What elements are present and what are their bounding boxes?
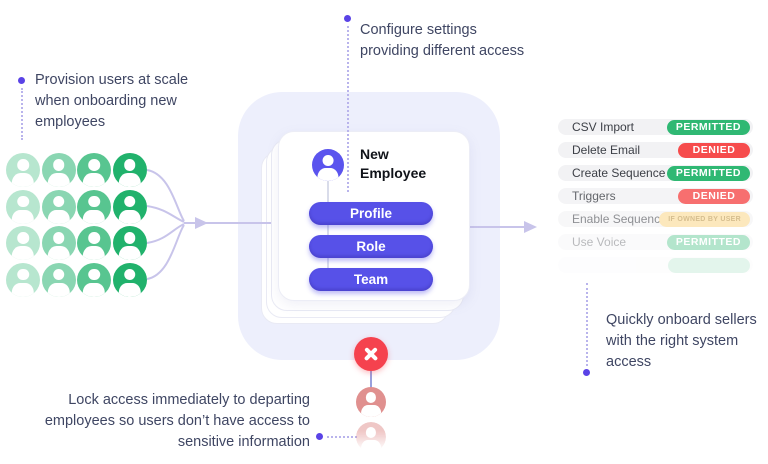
permission-row: Delete Email DENIED <box>558 142 753 158</box>
user-avatar-icon <box>112 153 147 187</box>
permission-row: Use Voice PERMITTED <box>558 234 753 250</box>
departing-user-avatar-icon <box>356 387 386 417</box>
permission-label: Delete Email <box>572 143 641 157</box>
user-avatar-icon <box>41 189 76 224</box>
permission-label: Use Voice <box>572 235 627 249</box>
bottom-left-note-dot <box>316 433 323 440</box>
bottom-left-note: Lock access immediately to departing emp… <box>44 392 310 450</box>
user-avatar-icon <box>312 149 344 181</box>
permission-status-badge: PERMITTED <box>666 119 750 135</box>
departing-user-avatar-icon <box>356 422 386 452</box>
user-avatar-icon <box>41 262 76 297</box>
user-avatar-icon <box>6 189 40 224</box>
offboarding-connector-line <box>370 371 372 388</box>
bottom-left-note-dotted-line <box>327 436 357 438</box>
card-button-profile[interactable]: Profile <box>309 202 433 225</box>
permission-status-badge <box>668 257 750 273</box>
bottom-right-note-dotted-line <box>586 283 588 366</box>
left-note: Provision users at scale when onboarding… <box>35 72 189 130</box>
user-avatar-icon <box>41 153 76 187</box>
permission-row: CSV Import PERMITTED <box>558 119 753 135</box>
permission-label: CSV Import <box>572 120 635 134</box>
permission-label: Triggers <box>572 189 616 203</box>
card-connector-line <box>327 174 329 286</box>
left-arrowhead-icon <box>195 217 208 229</box>
permission-label: Enable Sequence <box>572 212 667 226</box>
user-avatar-icon <box>6 262 40 297</box>
user-avatar-icon <box>77 226 111 260</box>
left-note-dotted-line <box>21 88 23 140</box>
user-avatar-icon <box>77 262 111 297</box>
user-avatar-icon <box>112 189 147 224</box>
user-avatar-icon <box>6 153 40 187</box>
permission-status-badge: DENIED <box>678 142 750 158</box>
permission-row <box>558 257 753 273</box>
permission-status-badge: PERMITTED <box>666 234 750 250</box>
permission-row: Triggers DENIED <box>558 188 753 204</box>
permission-status-badge: IF OWNED BY USER <box>659 211 750 227</box>
user-avatar-icon <box>77 153 111 187</box>
top-note-dot <box>344 15 351 22</box>
card-title: New Employee <box>360 146 427 181</box>
user-avatar-icon <box>77 189 111 224</box>
user-avatar-icon <box>112 262 147 297</box>
user-grid <box>6 153 147 297</box>
card-button-role[interactable]: Role <box>309 235 433 258</box>
top-note-dotted-line <box>347 26 349 192</box>
user-avatar-icon <box>112 226 147 260</box>
permission-label: Create Sequence <box>572 166 666 180</box>
top-note: Configure settings providing different a… <box>360 22 525 59</box>
left-note-dot <box>18 77 25 84</box>
permission-status-badge: PERMITTED <box>666 165 750 181</box>
user-avatar-icon <box>41 226 76 260</box>
right-arrowhead-icon <box>524 221 537 233</box>
permission-status-badge: DENIED <box>678 188 750 204</box>
bottom-right-note-dot <box>583 369 590 376</box>
bottom-right-note: Quickly onboard sellers with the right s… <box>606 312 757 370</box>
card-button-team[interactable]: Team <box>309 268 433 291</box>
remove-x-icon[interactable] <box>354 337 388 371</box>
user-avatar-icon <box>6 226 40 260</box>
